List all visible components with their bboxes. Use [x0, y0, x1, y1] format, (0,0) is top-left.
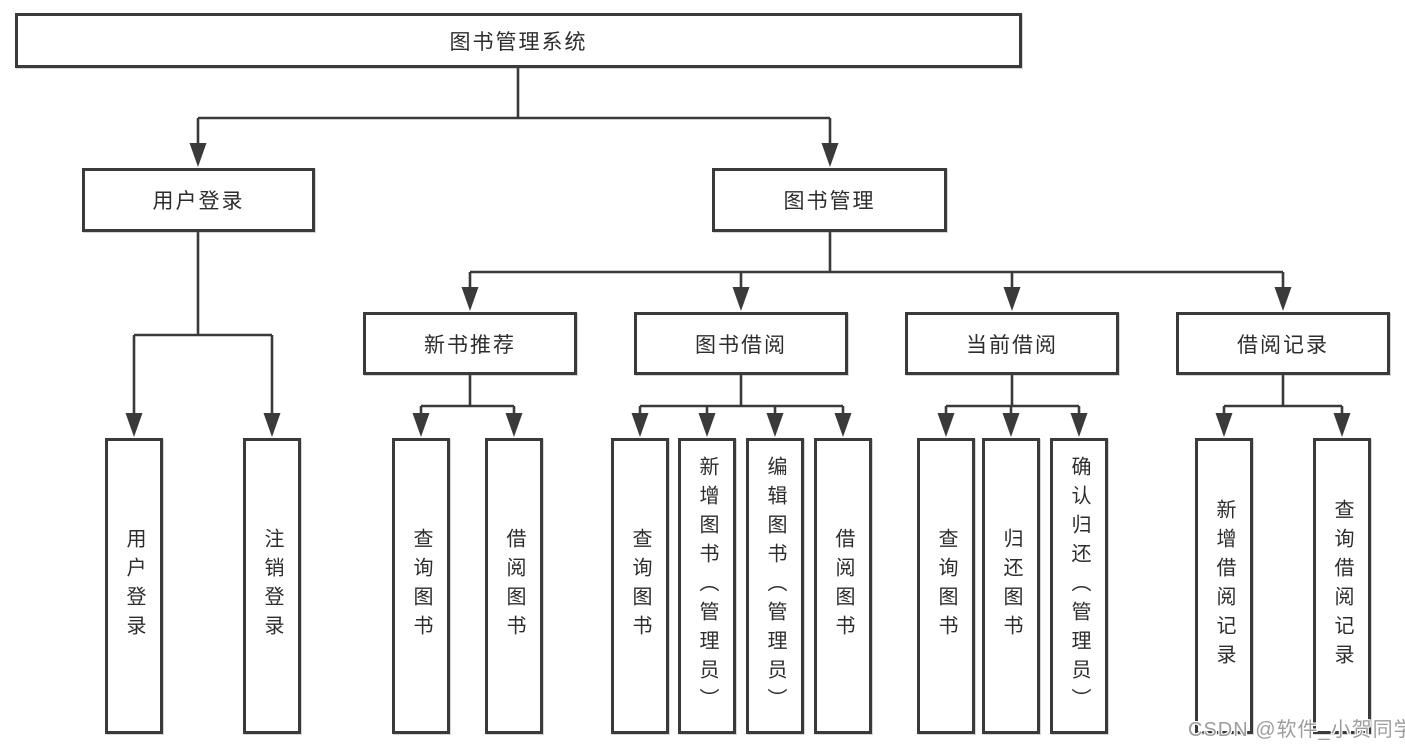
node-label: 注销登录 [261, 528, 283, 644]
node-label: 编辑图书（管理员） [764, 455, 786, 717]
node-query-books-current: 查询图书 [917, 438, 975, 734]
node-add-books-admin: 新增图书（管理员） [678, 438, 736, 734]
node-label: 确认归还（管理员） [1068, 455, 1090, 717]
node-label: 查询图书 [629, 528, 651, 644]
node-label: 用户登录 [123, 528, 145, 644]
node-confirm-return-admin: 确认归还（管理员） [1050, 438, 1108, 734]
node-borrow-books: 借阅图书 [814, 438, 872, 734]
node-label: 新增借阅记录 [1213, 499, 1235, 673]
node-logout-action: 注销登录 [243, 438, 301, 734]
node-book-borrowing: 图书借阅 [634, 312, 848, 375]
node-label: 查询借阅记录 [1331, 499, 1353, 673]
node-new-book-recommendation: 新书推荐 [363, 312, 577, 375]
node-edit-books-admin: 编辑图书（管理员） [746, 438, 804, 734]
node-library-management-system: 图书管理系统 [15, 13, 1022, 68]
node-label: 查询图书 [935, 528, 957, 644]
node-book-management: 图书管理 [712, 168, 947, 232]
node-label: 借阅图书 [832, 528, 854, 644]
node-borrow-books-recommend: 借阅图书 [485, 438, 543, 734]
node-return-books: 归还图书 [982, 438, 1040, 734]
node-borrowing-records: 借阅记录 [1176, 312, 1390, 375]
node-current-borrowing: 当前借阅 [905, 312, 1119, 375]
node-label: 借阅图书 [503, 528, 525, 644]
node-label: 新增图书（管理员） [696, 455, 718, 717]
node-label: 查询图书 [410, 528, 432, 644]
node-query-books-borrowing: 查询图书 [611, 438, 669, 734]
node-user-login-action: 用户登录 [105, 438, 163, 734]
node-add-borrow-record: 新增借阅记录 [1195, 438, 1253, 734]
node-query-books-recommend: 查询图书 [392, 438, 450, 734]
node-user-login: 用户登录 [82, 168, 315, 232]
node-query-borrow-record: 查询借阅记录 [1313, 438, 1371, 734]
csdn-watermark: CSDN @软件_小贺同学 [1188, 719, 1405, 741]
node-label: 归还图书 [1000, 528, 1022, 644]
